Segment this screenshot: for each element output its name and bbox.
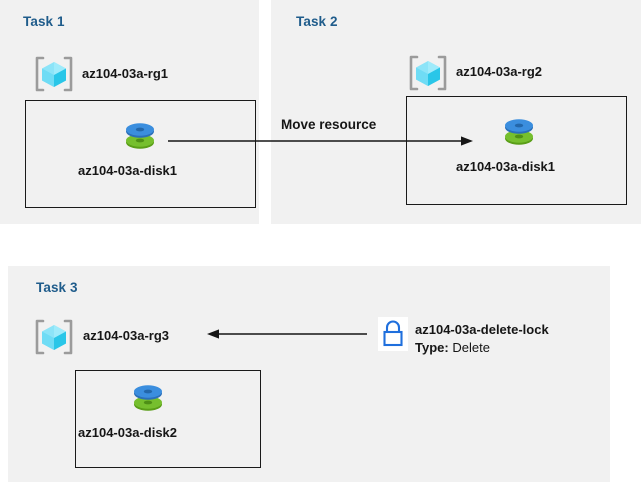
task1-resource-label: az104-03a-disk1 bbox=[78, 163, 178, 178]
delete-lock-type-value: Delete bbox=[452, 340, 490, 355]
managed-disk-icon bbox=[499, 112, 539, 152]
task2-resource-group-label: az104-03a-rg2 bbox=[456, 64, 542, 79]
task2-resource-label: az104-03a-disk1 bbox=[456, 159, 556, 174]
delete-lock-type: Type: Delete bbox=[415, 340, 490, 355]
move-resource-label: Move resource bbox=[281, 117, 377, 132]
task2-resource-box bbox=[406, 96, 627, 205]
resource-group-cube-icon bbox=[33, 55, 75, 93]
move-resource-arrow bbox=[168, 136, 473, 146]
delete-lock-arrow bbox=[207, 329, 367, 339]
resource-group-cube-icon bbox=[33, 318, 75, 356]
task2-title: Task 2 bbox=[296, 14, 338, 29]
task3-resource-group-label: az104-03a-rg3 bbox=[83, 328, 169, 343]
delete-lock-name: az104-03a-delete-lock bbox=[415, 322, 549, 337]
managed-disk-icon bbox=[128, 378, 168, 418]
task2-panel: Task 2 az104-03a-rg2 az104-03a-disk1 bbox=[271, 0, 641, 224]
managed-disk-icon bbox=[120, 116, 160, 156]
task3-panel: Task 3 az104-03a-rg3 az104-03a-disk2 bbox=[8, 266, 610, 482]
padlock-icon bbox=[378, 317, 408, 351]
resource-group-cube-icon bbox=[407, 54, 449, 92]
task3-title: Task 3 bbox=[36, 280, 78, 295]
task3-resource-box bbox=[75, 370, 261, 468]
task1-panel: Task 1 az104-03a-rg1 az104-03a-disk1 bbox=[0, 0, 259, 224]
task3-resource-label: az104-03a-disk2 bbox=[78, 425, 178, 440]
task1-title: Task 1 bbox=[23, 14, 65, 29]
delete-lock-type-label: Type: bbox=[415, 340, 449, 355]
task1-resource-box bbox=[25, 100, 256, 208]
task1-resource-group-label: az104-03a-rg1 bbox=[82, 66, 168, 81]
